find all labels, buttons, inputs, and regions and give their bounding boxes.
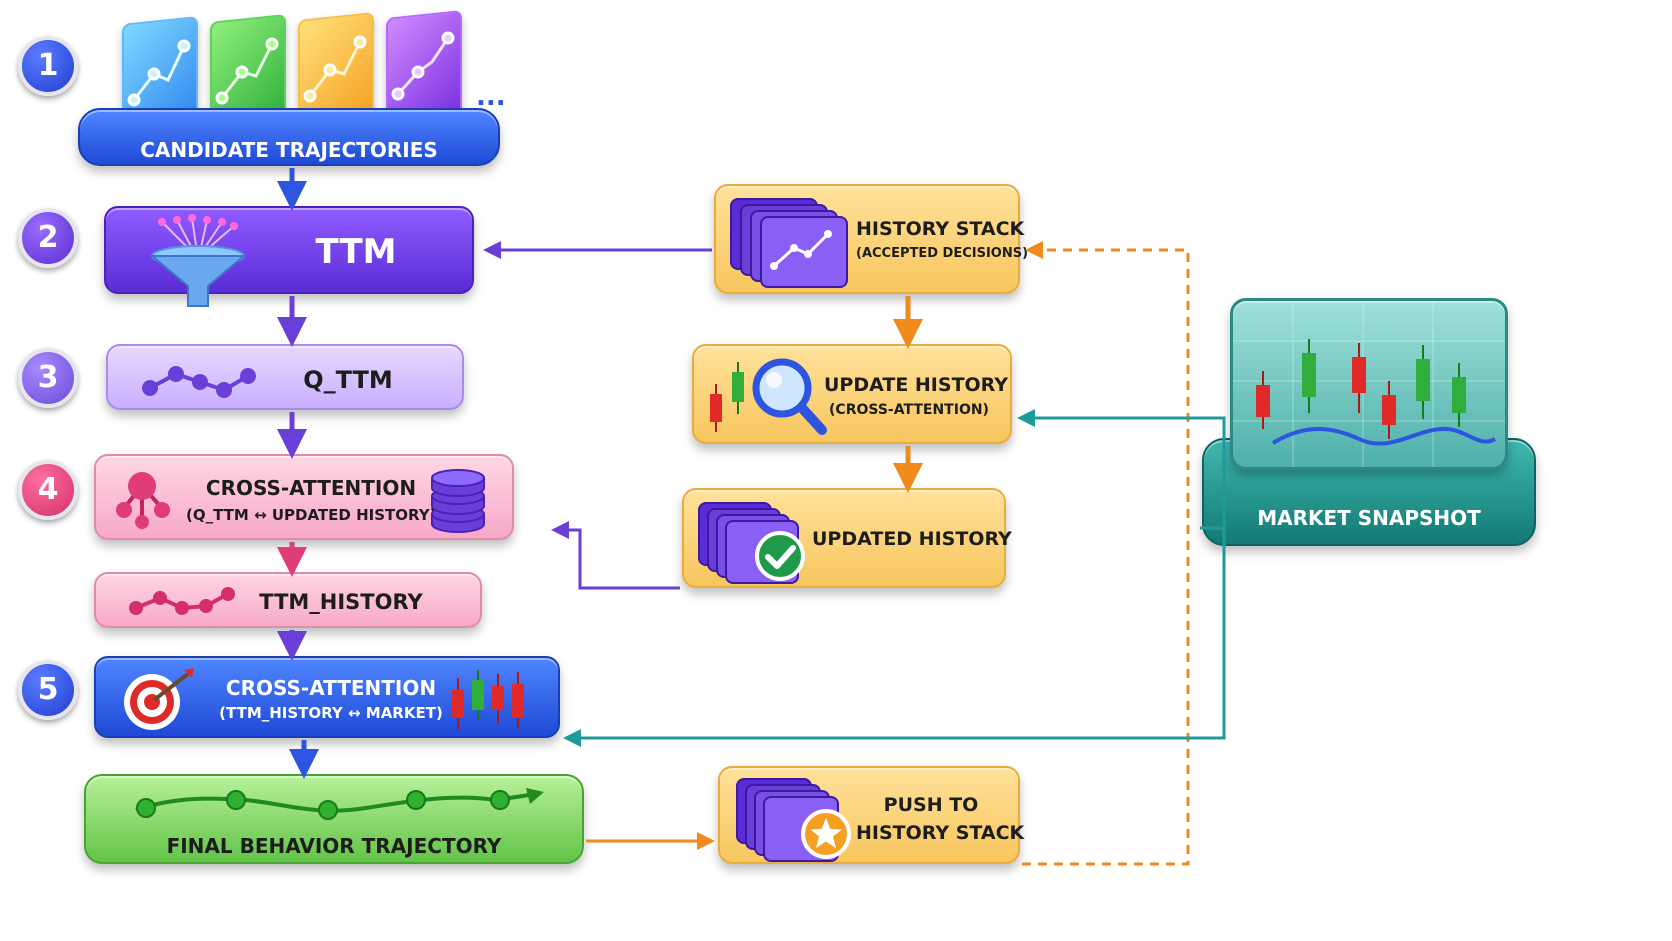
check-icon <box>755 531 805 581</box>
update-history-candlestick-icon <box>710 362 744 432</box>
updated-history-label: UPDATED HISTORY <box>812 528 1012 550</box>
candidate-trajectories-label: CANDIDATE TRAJECTORIES <box>140 138 438 162</box>
history-stack-box: HISTORY STACK (ACCEPTED DECISIONS) <box>714 184 1029 294</box>
trajectory-lines <box>127 31 455 107</box>
star-icon <box>801 809 851 859</box>
network-icon <box>116 472 170 529</box>
ttm-label: TTM <box>315 232 397 272</box>
cross-attention-history-subtitle: (Q_TTM ↔ UPDATED HISTORY) <box>186 506 437 524</box>
final-trajectory-platform: FINAL BEHAVIOR TRAJECTORY <box>84 774 584 864</box>
step-number-4: 4 <box>18 460 78 520</box>
cross-attention-market-title: CROSS-ATTENTION <box>225 676 437 700</box>
step-number-3: 3 <box>18 348 78 408</box>
market-snapshot-screen <box>1230 298 1508 470</box>
push-history-box: PUSH TO HISTORY STACK <box>718 766 1025 864</box>
candlestick-icon <box>452 670 524 730</box>
ttm-box: TTM <box>104 206 474 307</box>
update-history-title: UPDATE HISTORY <box>824 374 1009 396</box>
cross-attention-history-title: CROSS-ATTENTION <box>205 476 417 500</box>
cross-attention-market-subtitle: (TTM_HISTORY ↔ MARKET) <box>219 704 443 722</box>
history-stack-cards <box>730 198 850 288</box>
more-candidates-ellipsis: ... <box>476 82 506 112</box>
cross-attention-history-box: CROSS-ATTENTION (Q_TTM ↔ UPDATED HISTORY… <box>94 454 514 540</box>
ttm-history-sequence-icon <box>129 587 235 615</box>
history-stack-subtitle: (ACCEPTED DECISIONS) <box>856 246 1029 261</box>
magnifier-icon <box>752 358 827 435</box>
candidate-cards: ... <box>118 10 506 132</box>
q-ttm-sequence-icon <box>142 366 256 398</box>
chart-line-icon <box>770 230 832 270</box>
candidate-trajectories-platform: CANDIDATE TRAJECTORIES <box>78 108 500 166</box>
final-trajectory-label: FINAL BEHAVIOR TRAJECTORY <box>166 834 502 858</box>
arrow-push-to-history-stack <box>1022 241 1190 866</box>
database-icon <box>431 469 485 533</box>
final-trajectory-curve <box>135 788 544 820</box>
step-number-1: 1 <box>18 36 78 96</box>
funnel-icon <box>149 214 247 307</box>
market-chart-icon <box>1233 301 1505 467</box>
updated-history-box: UPDATED HISTORY <box>682 488 1012 588</box>
push-history-line2: HISTORY STACK <box>856 822 1025 844</box>
arrow-updated-to-cross1 <box>551 521 680 590</box>
target-icon <box>124 668 194 730</box>
ttm-history-label: TTM_HISTORY <box>259 590 423 614</box>
step-number-5: 5 <box>18 660 78 720</box>
update-history-subtitle: (CROSS-ATTENTION) <box>829 402 989 418</box>
market-snapshot-label: MARKET SNAPSHOT <box>1257 506 1481 530</box>
step-number-2: 2 <box>18 208 78 268</box>
ttm-history-box: TTM_HISTORY <box>94 572 482 628</box>
update-history-box: UPDATE HISTORY (CROSS-ATTENTION) <box>692 344 1012 444</box>
history-stack-title: HISTORY STACK <box>856 218 1025 240</box>
cross-attention-market-box: CROSS-ATTENTION (TTM_HISTORY ↔ MARKET) <box>94 656 560 738</box>
arrow-market-to-update <box>1017 409 1226 530</box>
push-history-line1: PUSH TO <box>883 794 979 816</box>
q-ttm-label: Q_TTM <box>303 366 393 394</box>
q-ttm-box: Q_TTM <box>106 344 464 410</box>
